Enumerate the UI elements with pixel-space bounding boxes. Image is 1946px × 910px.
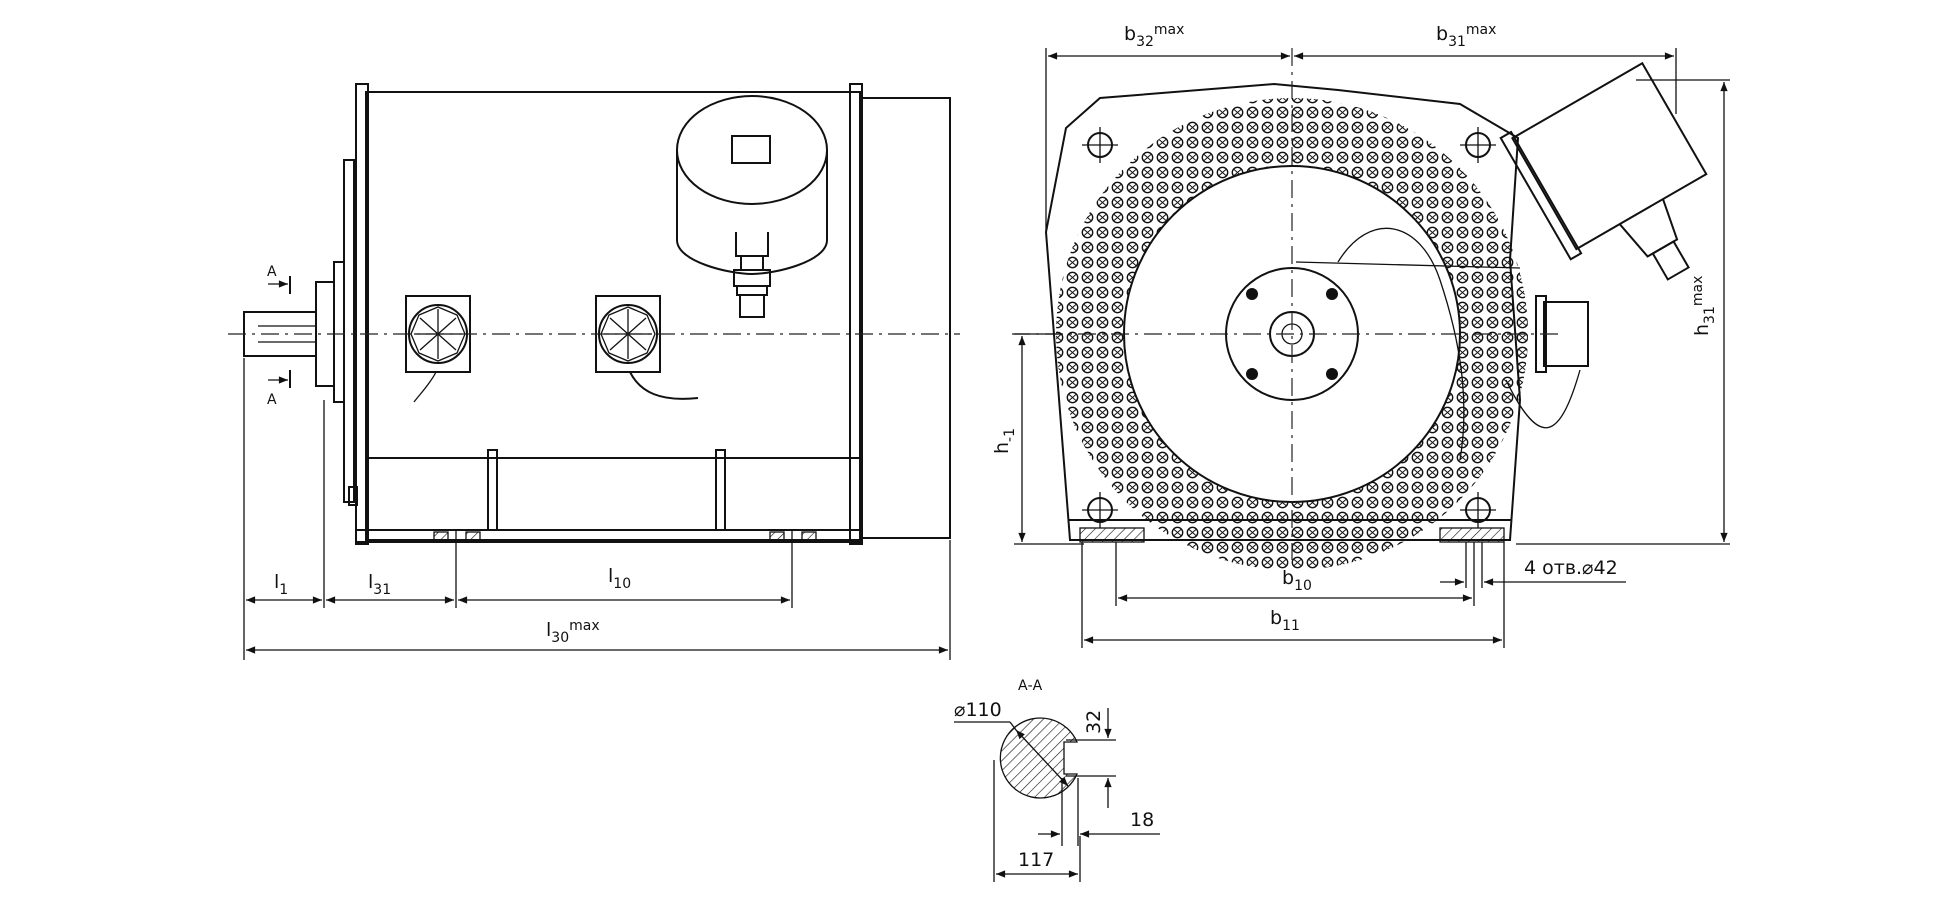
end-view bbox=[1012, 48, 1708, 574]
section-aa: А-А ⌀110 32 18 117 bbox=[954, 678, 1160, 882]
shaft-section bbox=[999, 717, 1078, 799]
dim-l10: l10 bbox=[608, 565, 631, 592]
dim-b10: b10 bbox=[1282, 567, 1312, 594]
dim-18: 18 bbox=[1130, 809, 1154, 831]
dim-h1: h-1 bbox=[991, 428, 1018, 454]
side-dimensions: l1 l31 l10 l30max bbox=[243, 358, 951, 660]
section-title: А-А bbox=[1018, 678, 1043, 694]
terminal-box bbox=[676, 95, 828, 318]
dim-117: 117 bbox=[1018, 849, 1054, 871]
section-mark-a: А А bbox=[267, 264, 291, 408]
section-a-label-top: А bbox=[267, 264, 277, 280]
side-view: А А bbox=[228, 83, 960, 545]
vent-grille-2 bbox=[595, 295, 699, 400]
dim-b31max: b31max bbox=[1436, 22, 1496, 50]
dim-b11: b11 bbox=[1270, 607, 1300, 634]
motor-frame bbox=[365, 91, 861, 541]
dim-32: 32 bbox=[1083, 710, 1105, 734]
vent-grille-1 bbox=[405, 295, 471, 403]
section-a-label-bottom: А bbox=[267, 392, 277, 408]
hole-callout: 4 отв.⌀42 bbox=[1524, 557, 1618, 579]
dim-b32max: b32max bbox=[1124, 22, 1184, 50]
dim-l1: l1 bbox=[274, 571, 288, 598]
dim-l30max: l30max bbox=[546, 618, 600, 646]
dim-l31: l31 bbox=[368, 571, 391, 598]
base-rail bbox=[355, 529, 863, 543]
dim-h31max: h31max bbox=[1690, 276, 1718, 336]
end-dimensions: b32max b31max h31max h-1 b10 b11 4 отв.⌀… bbox=[991, 22, 1730, 648]
end-terminal-box bbox=[1499, 61, 1708, 281]
dim-dia110: ⌀110 bbox=[954, 699, 1002, 721]
